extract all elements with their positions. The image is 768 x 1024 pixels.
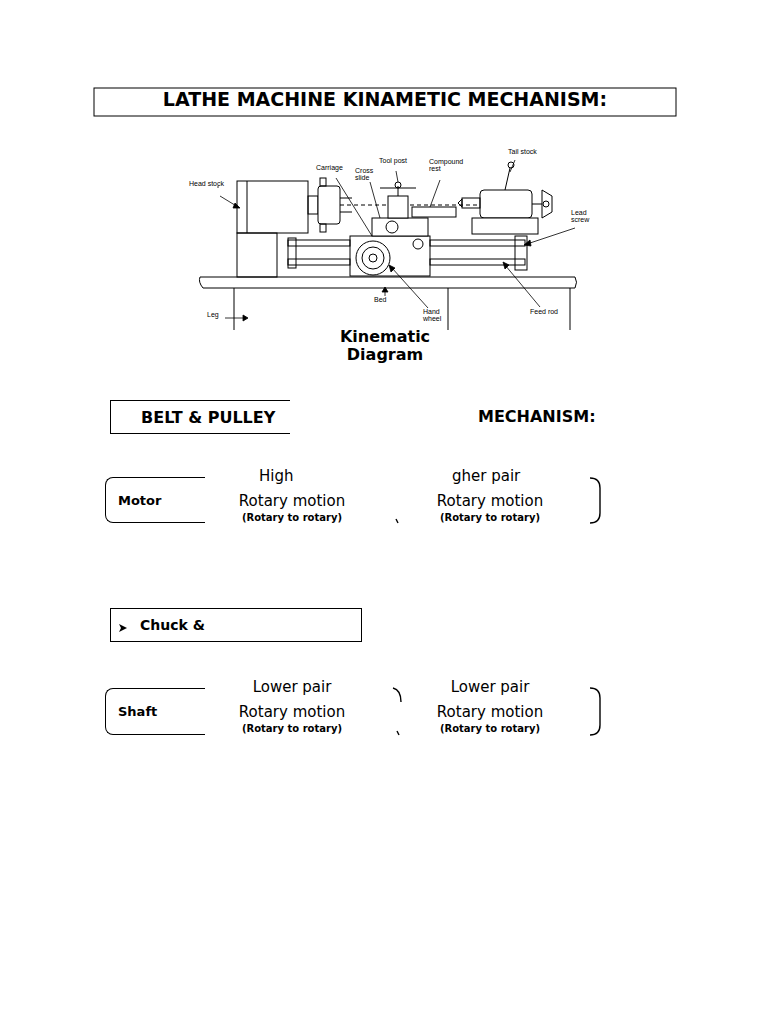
- part-label: Compound rest: [429, 158, 469, 173]
- pair-label: Lower pair: [420, 679, 560, 696]
- pair-label: MECHANISM:: [478, 408, 596, 426]
- pair-label: Lower pair: [222, 679, 362, 696]
- motion-note: (Rotary to rotary): [420, 512, 560, 524]
- pair-label: Rotary motion: [420, 704, 560, 721]
- part-label: Tail stock: [508, 148, 537, 155]
- motion-note: (Rotary to rotary): [222, 723, 362, 735]
- part-label: Carriage: [316, 164, 343, 171]
- part-label: Tool post: [379, 157, 407, 164]
- part-label: Lead screw: [571, 209, 597, 224]
- part-label: Cross slide: [355, 167, 379, 182]
- diagram-caption: Kinematic Diagram: [325, 328, 445, 365]
- page-title: LATHE MACHINE KINAMETIC MECHANISM:: [94, 89, 676, 111]
- pair-label: Rotary motion: [222, 704, 362, 721]
- section-heading-box: BELT & PULLEY: [110, 400, 290, 434]
- component-box: Motor: [105, 477, 205, 523]
- pair-label: Rotary motion: [222, 493, 362, 510]
- node-text: BELT & PULLEY: [141, 408, 275, 427]
- bracket-marks: [393, 478, 600, 735]
- part-label: Hand wheel: [423, 308, 453, 323]
- section-heading-box: Chuck &: [110, 608, 362, 642]
- lathe-drawing: [199, 162, 576, 330]
- pair-label: Rotary motion: [420, 493, 560, 510]
- component-box: Shaft: [105, 688, 205, 735]
- part-label: Bed: [374, 296, 386, 303]
- part-label: Leg: [207, 311, 219, 318]
- part-label: Feed rod: [530, 308, 558, 315]
- node-text: Chuck &: [140, 617, 205, 633]
- bullet-arrow: [119, 624, 127, 632]
- node-text: Motor: [118, 493, 161, 508]
- leader-lines: [218, 160, 575, 321]
- title-frame: [94, 88, 676, 116]
- motion-note: (Rotary to rotary): [420, 723, 560, 735]
- motion-note: (Rotary to rotary): [222, 512, 362, 524]
- node-text: Shaft: [118, 704, 157, 719]
- part-label: Head stock: [189, 180, 224, 187]
- pair-label: gher pair: [452, 468, 520, 485]
- pair-label: High: [259, 468, 293, 485]
